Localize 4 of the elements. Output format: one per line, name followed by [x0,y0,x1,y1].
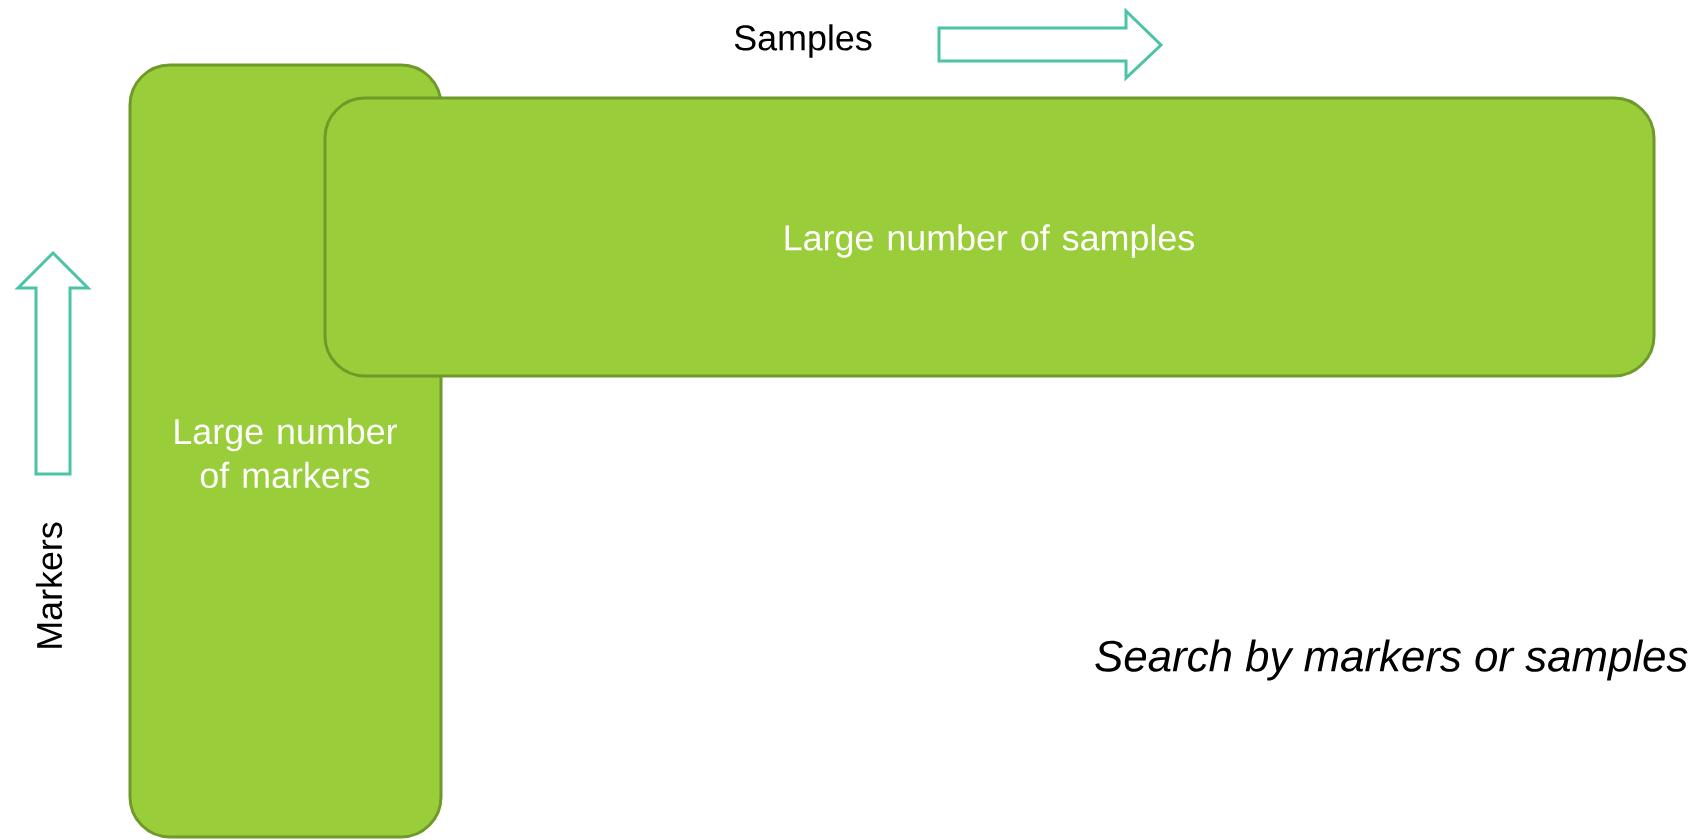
text-label: Samples [734,24,872,58]
rounded-box: Large number of samples [323,96,1656,378]
text-label: Search by markers or samples [1095,639,1688,681]
text-label: Markers [35,522,63,648]
